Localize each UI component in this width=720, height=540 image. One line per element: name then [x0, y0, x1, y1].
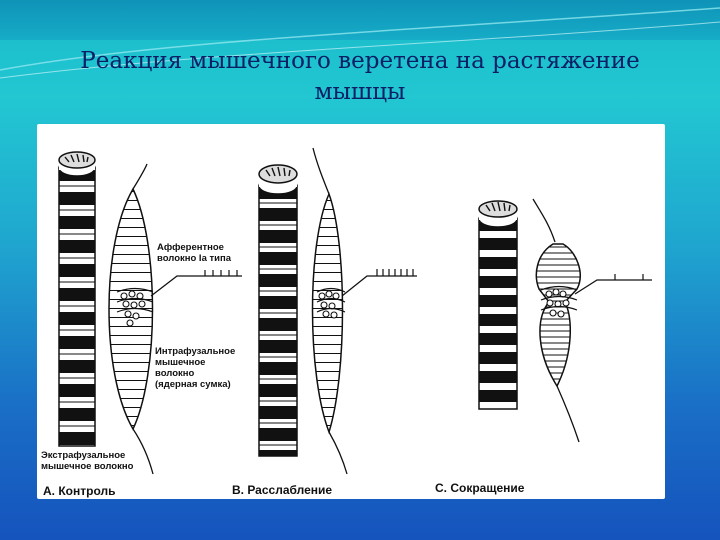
- figure-panel: Афферентное волокно Ia типа Интрафузальн…: [37, 124, 665, 499]
- extrafusal-fiber-b: [258, 164, 298, 457]
- extrafusal-label-line2: мышечное волокно: [41, 461, 134, 472]
- decorative-swoosh: [0, 7, 720, 79]
- afferent-fiber-label: Афферентное волокно Ia типа: [157, 242, 231, 264]
- intrafusal-fiber-c: [532, 198, 652, 443]
- extrafusal-fiber-label: Экстрафузальное мышечное волокно: [41, 450, 133, 472]
- caption-contraction: С. Сокращение: [435, 481, 525, 495]
- slide-header-band: [0, 0, 720, 40]
- caption-control: А. Контроль: [43, 484, 116, 498]
- afferent-label-line1: Афферентное: [157, 242, 224, 253]
- afferent-label-line2: волокно Ia типа: [157, 253, 232, 264]
- intrafusal-label-line4: (ядерная сумка): [155, 379, 231, 390]
- intrafusal-label-line3: волокно: [155, 368, 195, 379]
- muscle-spindle-figure: [58, 147, 652, 475]
- extrafusal-fiber-c: [478, 200, 518, 410]
- caption-relaxation: В. Расслабление: [232, 483, 333, 497]
- extrafusal-label-line1: Экстрафузальное: [41, 450, 126, 461]
- intrafusal-label-line1: Интрафузальное: [155, 346, 236, 357]
- slide-title-line2: мышцы: [314, 79, 406, 105]
- extrafusal-fiber-a: [58, 151, 96, 447]
- intrafusal-fiber-a: [108, 163, 242, 475]
- intrafusal-label-line2: мышечное: [155, 357, 206, 368]
- slide-title: Реакция мышечного веретена на растяжение…: [0, 46, 720, 108]
- intrafusal-fiber-b: [311, 147, 417, 475]
- slide-title-line1: Реакция мышечного веретена на растяжение: [80, 48, 640, 74]
- intrafusal-fiber-label: Интрафузальное мышечное волокно (ядерная…: [155, 346, 235, 390]
